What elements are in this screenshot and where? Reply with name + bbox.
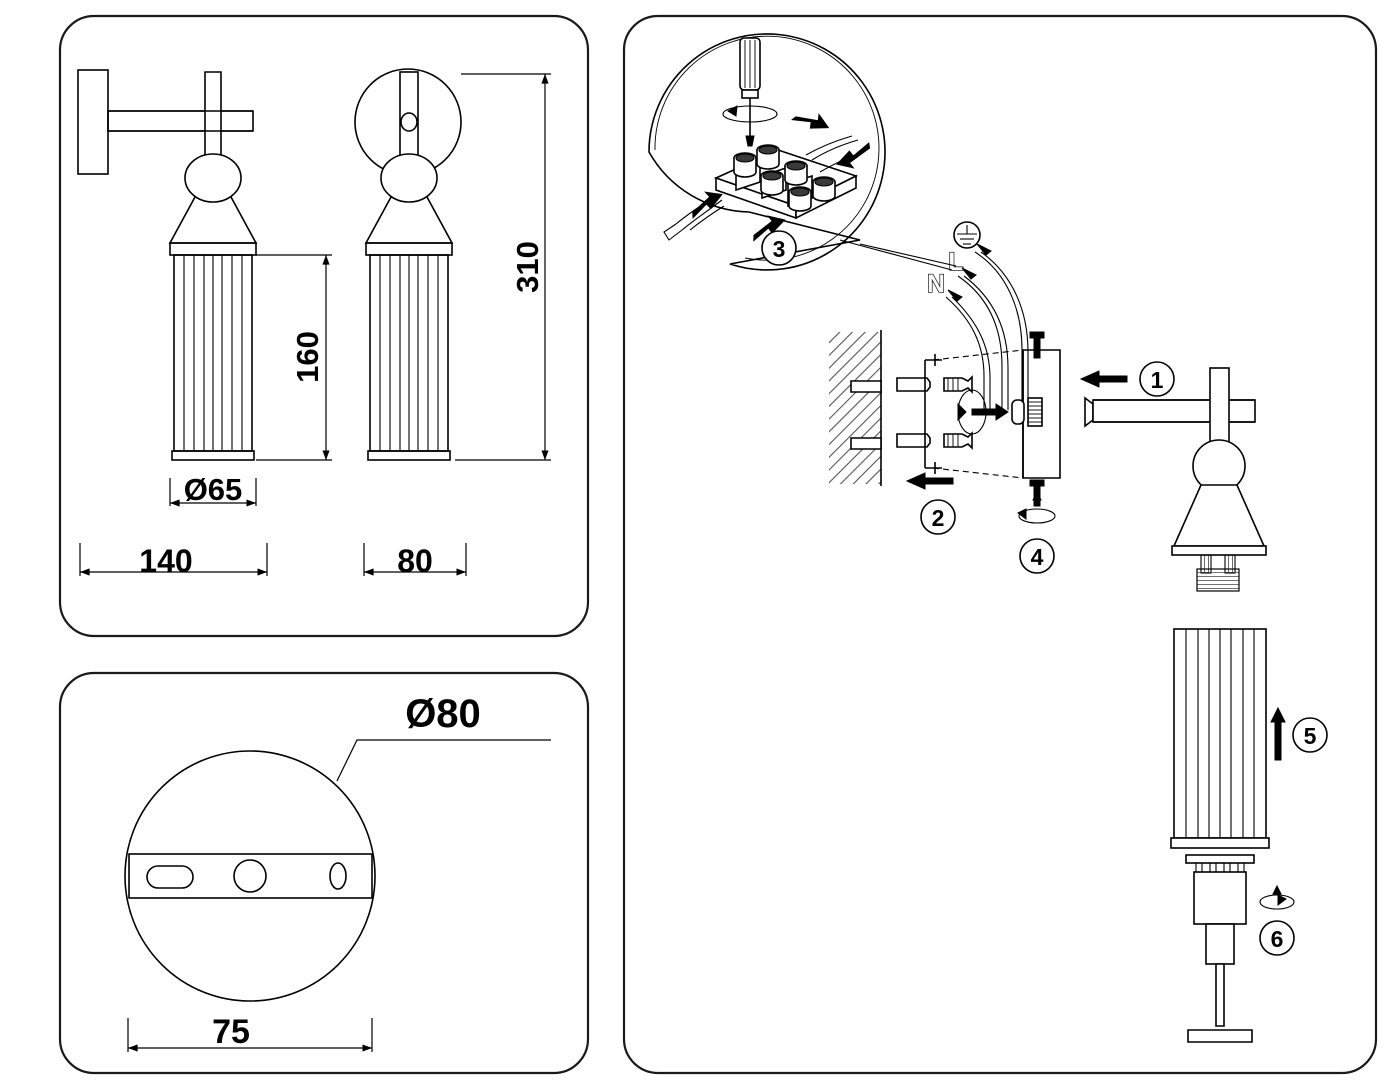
- drill-hole-bottom: [850, 437, 882, 450]
- arm-bar-edges: [1093, 399, 1255, 423]
- drill-hole-top: [850, 380, 882, 393]
- rotation-arrow-screwdriver: [722, 105, 778, 123]
- neutral-wire-label: N: [927, 270, 945, 298]
- fixing-screw-top: [1029, 331, 1045, 359]
- dim-d80-label: Ø80: [405, 692, 481, 736]
- step-4-marker: 4: [1019, 538, 1055, 574]
- glass-flutes: [1185, 629, 1255, 838]
- dim-140-label: 140: [139, 543, 192, 579]
- front-elevation-view: [354, 68, 462, 461]
- screwdriver-tip: [745, 135, 755, 147]
- dimension-overall-height: 310: [455, 73, 551, 461]
- dimension-projection: 140: [79, 543, 268, 579]
- step-2-marker: 2: [905, 472, 956, 535]
- dim-d65-label: Ø65: [184, 472, 243, 507]
- terminal-block: [713, 144, 859, 220]
- step-3-number: 3: [773, 236, 786, 262]
- dimension-views-panel: 310 160 Ø65 140 80: [58, 14, 590, 638]
- fixing-screw-bottom: [1017, 479, 1056, 524]
- earth-ground-icon: [953, 221, 981, 249]
- ball-joint-front: [380, 153, 438, 203]
- dimension-shade-height: 160: [256, 254, 332, 461]
- clamp-right: [1027, 397, 1043, 427]
- arm-end-cap: [1084, 396, 1094, 428]
- bracket-hole-center: [233, 859, 267, 893]
- wall-anchors: [896, 377, 931, 448]
- step-1-marker: 1: [1079, 361, 1175, 397]
- lamp-arm-assembly: [1084, 367, 1267, 592]
- side-elevation-view: [77, 69, 258, 461]
- cable-bundle: [945, 243, 1029, 412]
- flutes-front: [379, 255, 439, 451]
- glass-shade-assembly: [1170, 628, 1270, 849]
- dimension-front-width: 80: [363, 543, 467, 579]
- dim-75-label: 75: [212, 1013, 250, 1051]
- dimension-bracket-length: 75: [127, 1013, 373, 1052]
- bulb-stem: [1215, 963, 1225, 1027]
- screwdriver-ferrule: [741, 89, 759, 99]
- motion-arrows-detail: [692, 113, 871, 242]
- bulb-foot: [1187, 1029, 1253, 1043]
- screw-hole-front: [400, 112, 418, 132]
- step-5-marker: 5: [1270, 706, 1328, 761]
- dim-80-label: 80: [397, 543, 433, 579]
- wall-section: [829, 330, 882, 486]
- step-3-marker: 3: [761, 230, 797, 266]
- step-5-number: 5: [1304, 723, 1317, 749]
- dim-310-label: 310: [510, 241, 545, 293]
- step-2-number: 2: [932, 505, 945, 531]
- bracket-slot-right: [329, 862, 347, 890]
- dimension-shade-diameter: Ø65: [169, 472, 257, 507]
- ball-joint-side: [184, 153, 242, 203]
- socket-flange: [1185, 854, 1255, 864]
- backplate-plan-panel: Ø80 75: [58, 671, 590, 1075]
- clamp-threads: [1028, 401, 1042, 423]
- dimension-canopy-diameter: Ø80: [336, 692, 551, 782]
- shade-base-side: [171, 450, 255, 461]
- lamp-holder-neck: [1205, 923, 1235, 965]
- wiring-labels: L N: [926, 221, 981, 299]
- anchor-top: [896, 377, 931, 392]
- arm-bar: [1092, 399, 1256, 423]
- cable-clamp: [1011, 397, 1043, 427]
- callout-bubble-inner: [654, 35, 880, 261]
- backplate-bracket: [924, 349, 1061, 479]
- callout-bubble: [648, 33, 886, 271]
- dim-160-label: 160: [290, 331, 325, 383]
- mounting-bracket: [128, 853, 373, 899]
- step-4-number: 4: [1031, 544, 1044, 570]
- shade-base-front: [367, 450, 451, 461]
- live-wire-label: L: [948, 248, 963, 276]
- glass-base-ring: [1170, 837, 1270, 849]
- terminal-screws: [733, 144, 836, 212]
- canopy-outline: [124, 750, 376, 1002]
- step-1-number: 1: [1151, 367, 1164, 393]
- wiring-detail-callout: 3: [648, 33, 886, 271]
- assembly-steps-panel: 3 L N: [622, 14, 1378, 1075]
- flutes-side: [183, 255, 243, 451]
- lamp-holder-body: [1193, 871, 1247, 925]
- bracket-slot-left: [146, 865, 194, 889]
- wall-hatch: [829, 332, 881, 484]
- bulb-socket-assembly: [1185, 854, 1255, 1043]
- screwdriver-icon: [739, 37, 761, 147]
- clamp-left: [1011, 399, 1025, 425]
- callout-leader: [839, 239, 957, 271]
- screwdriver-grip: [744, 40, 756, 88]
- arm-edges-side: [108, 110, 253, 132]
- threaded-socket: [1196, 554, 1240, 592]
- step-6-marker: 6: [1259, 884, 1295, 956]
- cone-rim-assembly: [1171, 545, 1267, 556]
- step-6-number: 6: [1271, 926, 1284, 952]
- rotation-arrow-plate: [957, 389, 1009, 435]
- mounting-screws: [943, 375, 973, 450]
- anchor-bottom: [896, 433, 931, 448]
